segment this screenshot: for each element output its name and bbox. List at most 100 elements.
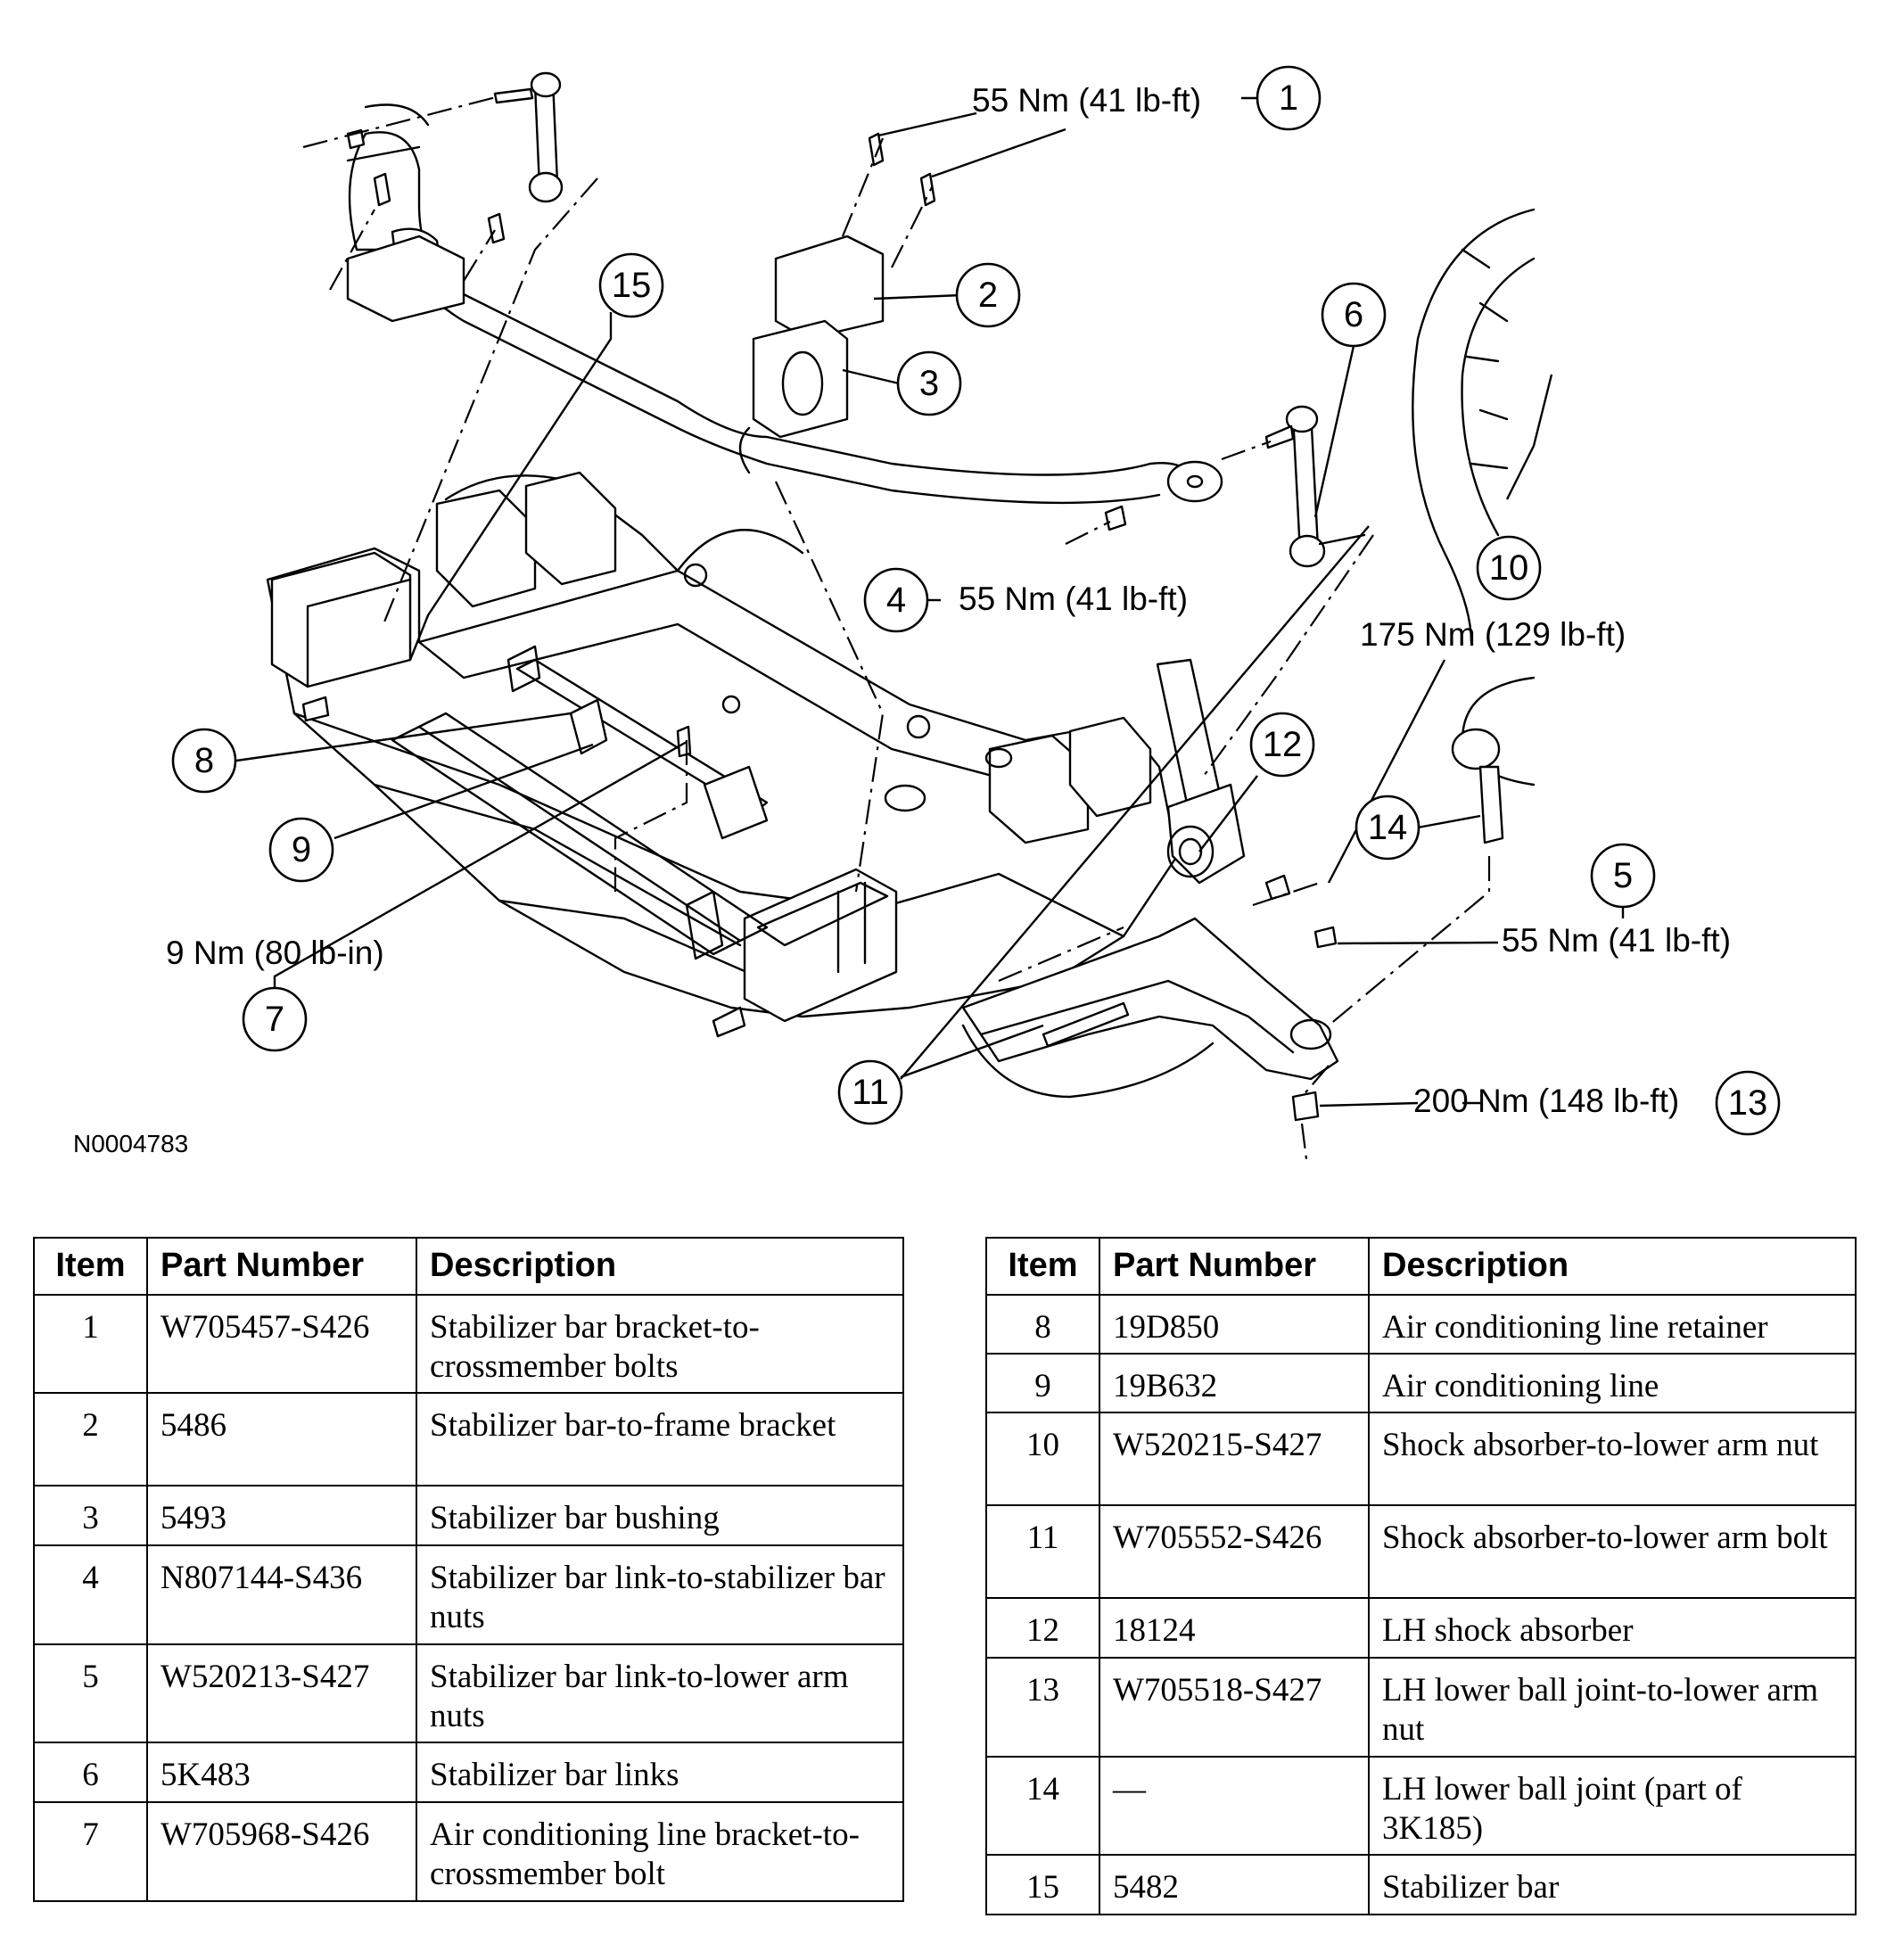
item-cell: 12 <box>985 1597 1100 1659</box>
part-number-cell: W705552-S426 <box>1099 1504 1370 1600</box>
item-cell: 6 <box>33 1742 148 1803</box>
description-cell: Stabilizer bar link-to-stabilizer bar nu… <box>416 1544 904 1645</box>
part-number-cell: W520215-S427 <box>1099 1412 1370 1507</box>
item-cell: 2 <box>33 1392 148 1487</box>
exploded-view-diagram: 1 2 3 4 5 6 7 8 9 10 11 12 13 14 15 55 N… <box>73 65 1781 1160</box>
svg-text:11: 11 <box>852 1073 889 1112</box>
description-cell: Air conditioning line retainer <box>1368 1293 1857 1355</box>
part-number-cell: 19B632 <box>1099 1352 1370 1414</box>
description-cell: Stabilizer bar links <box>416 1742 904 1803</box>
callout-4: 4 <box>863 567 929 633</box>
header-description: Description <box>1368 1237 1857 1296</box>
item-cell: 4 <box>33 1544 148 1645</box>
svg-text:8: 8 <box>194 741 214 780</box>
part-number-cell: W705457-S426 <box>146 1293 417 1395</box>
callout-13: 13 <box>1715 1070 1781 1136</box>
header-item: Item <box>33 1237 148 1296</box>
svg-text:1: 1 <box>1279 78 1298 118</box>
torque-label-7: 9 Nm (80 lb-in) <box>166 935 384 971</box>
svg-text:6: 6 <box>1344 295 1363 334</box>
callout-5: 5 <box>1590 843 1656 909</box>
svg-text:9: 9 <box>292 830 311 869</box>
part-number-cell: W705518-S427 <box>1099 1656 1370 1758</box>
svg-text:7: 7 <box>265 1000 284 1039</box>
callout-8: 8 <box>171 728 237 794</box>
item-cell: 11 <box>985 1504 1100 1600</box>
table-header-row: Item Part Number Description <box>985 1237 1857 1296</box>
svg-text:13: 13 <box>1728 1083 1768 1123</box>
callout-15: 15 <box>598 252 664 318</box>
part-number-cell: W705968-S426 <box>146 1800 417 1902</box>
part-number-cell: — <box>1099 1755 1370 1857</box>
torque-label-13: 200 Nm (148 lb-ft) <box>1413 1083 1679 1119</box>
description-cell: Shock absorber-to-lower arm bolt <box>1368 1504 1857 1600</box>
description-cell: Air conditioning line bracket-to-crossme… <box>416 1800 904 1902</box>
item-cell: 8 <box>985 1293 1100 1355</box>
figure-id: N0004783 <box>73 1130 188 1157</box>
callout-7: 7 <box>242 986 308 1052</box>
part-number-cell: 5482 <box>1099 1854 1370 1915</box>
callout-1: 1 <box>1256 65 1322 131</box>
stabilizer-bar <box>346 103 1223 505</box>
header-part-number: Part Number <box>146 1237 417 1296</box>
torque-label-4: 55 Nm (41 lb-ft) <box>959 581 1188 617</box>
stabilizer-bar-links <box>528 71 1366 568</box>
torque-label-10: 175 Nm (129 lb-ft) <box>1360 616 1626 653</box>
description-cell: LH lower ball joint-to-lower arm nut <box>1368 1656 1857 1758</box>
callout-2: 2 <box>955 262 1021 328</box>
part-number-cell: 5K483 <box>146 1742 417 1803</box>
item-cell: 5 <box>33 1643 148 1744</box>
callout-6: 6 <box>1321 282 1387 348</box>
part-number-cell: W520213-S427 <box>146 1643 417 1744</box>
part-number-cell: 5486 <box>146 1392 417 1487</box>
header-part-number: Part Number <box>1099 1237 1370 1296</box>
description-cell: Stabilizer bar-to-frame bracket <box>416 1392 904 1487</box>
torque-label-5: 55 Nm (41 lb-ft) <box>1502 922 1731 959</box>
leader-lines <box>235 96 1730 1108</box>
table-row: 14—LH lower ball joint (part of 3K185) <box>985 1755 1857 1857</box>
header-item: Item <box>985 1237 1100 1296</box>
callout-14: 14 <box>1355 795 1420 861</box>
svg-text:2: 2 <box>978 276 998 315</box>
item-cell: 1 <box>33 1293 148 1395</box>
callout-12: 12 <box>1249 712 1315 778</box>
part-number-cell: 18124 <box>1099 1597 1370 1659</box>
header-description: Description <box>416 1237 904 1296</box>
part-number-cell: N807144-S436 <box>146 1544 417 1645</box>
torque-label-1: 55 Nm (41 lb-ft) <box>972 82 1201 119</box>
svg-text:5: 5 <box>1613 856 1633 895</box>
callout-11: 11 <box>837 1059 903 1125</box>
description-cell: LH shock absorber <box>1368 1597 1857 1659</box>
description-cell: Stabilizer bar link-to-lower arm nuts <box>416 1643 904 1744</box>
description-cell: Shock absorber-to-lower arm nut <box>1368 1412 1857 1507</box>
item-cell: 7 <box>33 1800 148 1902</box>
item-cell: 15 <box>985 1854 1100 1915</box>
item-cell: 14 <box>985 1755 1100 1857</box>
table-header-row: Item Part Number Description <box>33 1237 904 1296</box>
callout-3: 3 <box>896 350 962 416</box>
steering-knuckle <box>1412 208 1536 844</box>
svg-text:3: 3 <box>919 364 939 403</box>
item-cell: 9 <box>985 1352 1100 1414</box>
callout-9: 9 <box>268 817 334 883</box>
svg-text:12: 12 <box>1263 725 1303 764</box>
item-cell: 3 <box>33 1485 148 1546</box>
assembly-centerlines <box>302 95 1491 1160</box>
description-cell: Air conditioning line <box>1368 1352 1857 1414</box>
item-cell: 10 <box>985 1412 1100 1507</box>
